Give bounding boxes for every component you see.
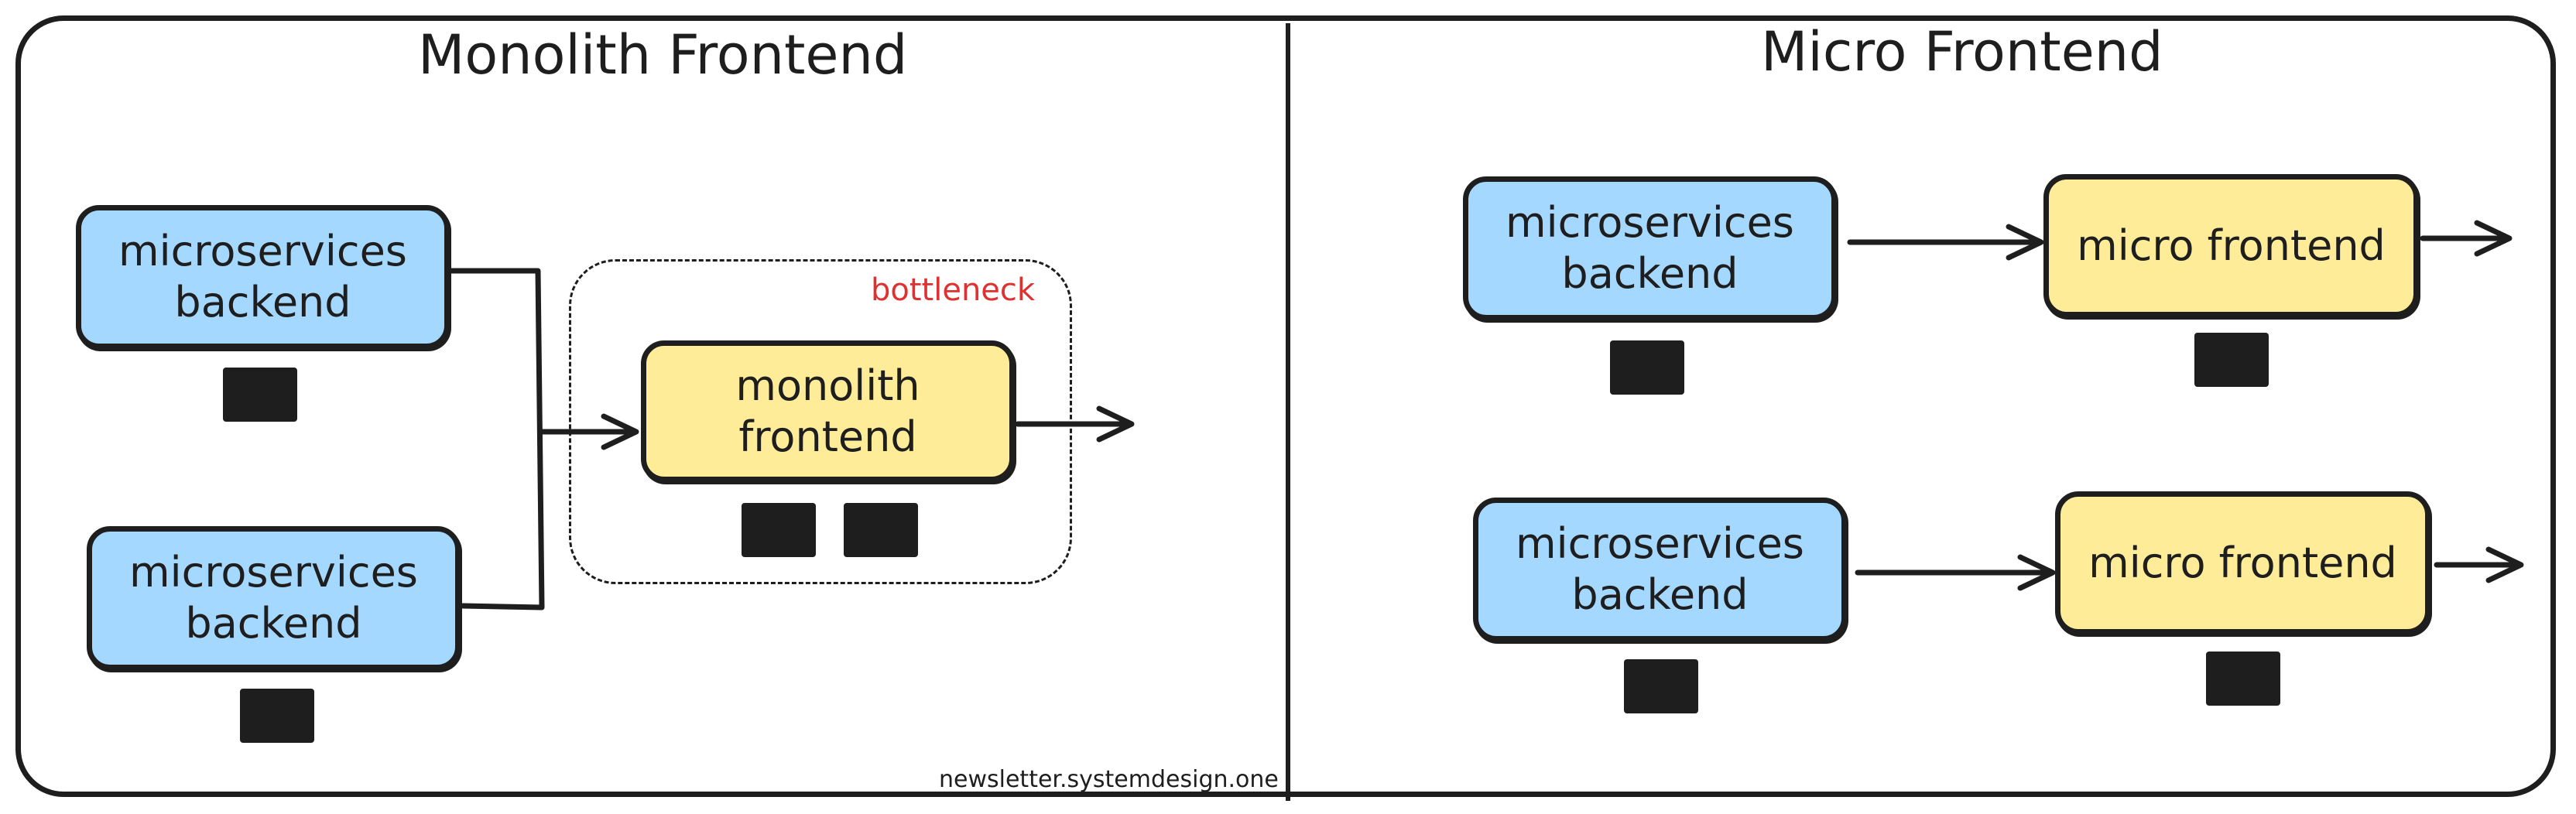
right-frontend-box-2: micro frontend	[2055, 491, 2430, 634]
left-backend-box-1: microservices backend	[76, 205, 450, 349]
micro-frontend-title: Micro Frontend	[1761, 20, 2163, 84]
frontend-label-line1: monolith	[735, 361, 920, 410]
row2-out-arrowhead	[2485, 546, 2524, 583]
backend-label-line1: microservices	[129, 548, 418, 597]
micro-frontend-label: micro frontend	[2077, 221, 2386, 270]
right-frontend-2-block	[2206, 652, 2280, 706]
backend-label-line1: microservices	[1506, 198, 1794, 247]
right-backend-box-2: microservices backend	[1473, 498, 1847, 641]
left-backend-1-block	[223, 368, 297, 422]
frontend-label-line2: frontend	[738, 412, 917, 461]
left-backend-box-2: microservices backend	[87, 526, 461, 670]
right-backend-2-block	[1624, 659, 1698, 713]
micro-frontend-label: micro frontend	[2088, 538, 2397, 587]
right-frontend-1-block	[2194, 333, 2269, 387]
row1-arrowhead	[2006, 224, 2044, 261]
panel-divider	[1286, 23, 1290, 801]
backend-label-line2: backend	[1561, 249, 1738, 298]
monolith-out-arrowhead	[1096, 405, 1135, 443]
monolith-frontend-block-2	[844, 503, 918, 557]
merge-line-top	[447, 268, 545, 610]
backend-label-line2: backend	[174, 278, 351, 327]
right-backend-1-block	[1610, 340, 1684, 395]
credit-text: newsletter.systemdesign.one	[939, 766, 1279, 793]
bottleneck-label: bottleneck	[871, 272, 1036, 308]
monolith-title: Monolith Frontend	[418, 23, 908, 87]
backend-label-line2: backend	[185, 599, 362, 648]
backend-label-line1: microservices	[118, 227, 407, 275]
left-backend-2-block	[240, 689, 314, 743]
right-backend-box-1: microservices backend	[1463, 176, 1837, 320]
merge-arrowhead	[601, 413, 639, 450]
backend-label-line1: microservices	[1516, 519, 1804, 568]
right-frontend-box-1: micro frontend	[2043, 174, 2419, 317]
row1-out-arrowhead	[2474, 220, 2513, 257]
monolith-frontend-box: monolith frontend	[641, 340, 1015, 482]
row2-arrowhead	[2017, 554, 2056, 591]
backend-label-line2: backend	[1571, 570, 1749, 619]
monolith-frontend-block-1	[742, 503, 816, 557]
